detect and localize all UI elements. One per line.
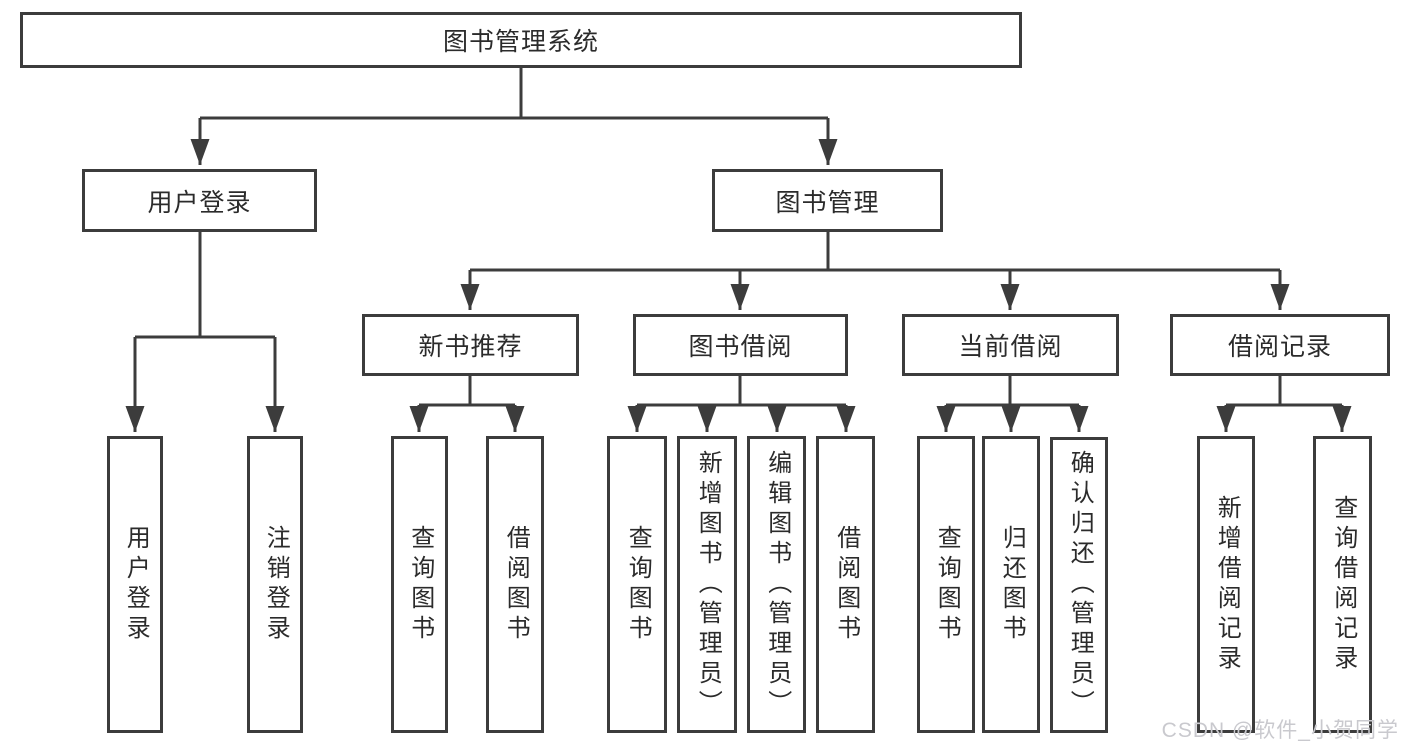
node-label: 图书管理系统 <box>442 28 599 56</box>
node-borrow-records: 借阅记录 <box>1170 314 1390 376</box>
node-label: 借阅记录 <box>1227 333 1332 361</box>
leaf-borrow-books: 借阅图书 <box>816 436 875 733</box>
leaf-user-login: 用户登录 <box>107 436 163 733</box>
node-new-book-recommend: 新书推荐 <box>362 314 579 376</box>
node-label: 图书管理 <box>775 188 880 217</box>
leaf-query-books: 查询图书 <box>917 436 975 733</box>
leaf-confirm-return-admin: 确认归还（管理员） <box>1050 437 1108 733</box>
leaf-query-books: 查询图书 <box>391 436 448 733</box>
node-current-borrowing: 当前借阅 <box>902 314 1119 376</box>
node-book-management: 图书管理 <box>712 169 943 232</box>
node-user-login: 用户登录 <box>82 169 317 232</box>
leaf-add-books-admin: 新增图书（管理员） <box>677 436 737 733</box>
node-label: 用户登录 <box>147 188 252 217</box>
node-library-management-system: 图书管理系统 <box>20 12 1022 68</box>
leaf-edit-books-admin: 编辑图书（管理员） <box>747 436 806 733</box>
leaf-add-borrow-record: 新增借阅记录 <box>1197 436 1255 733</box>
node-label: 当前借阅 <box>958 333 1063 361</box>
leaf-logout: 注销登录 <box>247 436 303 733</box>
node-label: 新书推荐 <box>418 333 523 361</box>
leaf-query-books: 查询图书 <box>607 436 667 733</box>
leaf-return-books: 归还图书 <box>982 436 1040 733</box>
node-label: 图书借阅 <box>688 333 793 361</box>
csdn-watermark: CSDN @软件_小贺同学 <box>1161 719 1399 742</box>
node-book-borrowing: 图书借阅 <box>633 314 848 376</box>
leaf-borrow-books: 借阅图书 <box>486 436 544 733</box>
leaf-query-borrow-record: 查询借阅记录 <box>1313 436 1372 733</box>
